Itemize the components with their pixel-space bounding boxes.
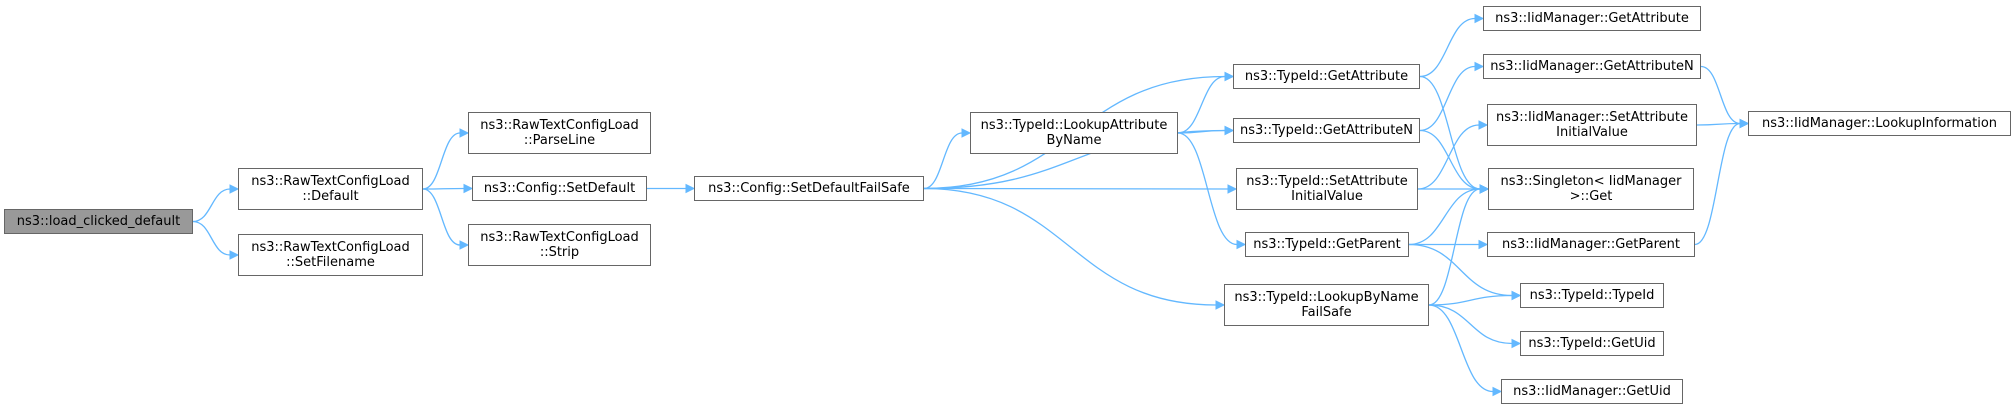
arrowhead	[1478, 239, 1489, 250]
node-rtcl-setfilename[interactable]: ns3::RawTextConfigLoad ::SetFilename	[238, 234, 423, 276]
edge-typeid-getattribute-to-iidm-getattribute	[1419, 17, 1476, 78]
node-iidm-getattributen[interactable]: ns3::IidManager::GetAttributeN	[1483, 54, 1701, 79]
arrowhead	[1474, 13, 1485, 24]
arrowhead	[459, 128, 470, 138]
edge-typeid-setattributeinitialvalue-to-iidm-setattributeinitialvalue	[1417, 124, 1480, 190]
edge-typeid-getattributen-to-iidm-getattributen	[1419, 65, 1476, 132]
edge-config-setdefaultfailsafe-to-typeid-lookupattributebyname	[923, 132, 963, 190]
edge-typeid-lookupattributebyname-to-typeid-getparent	[1177, 132, 1238, 246]
arrowhead	[1227, 184, 1238, 194]
edge-typeid-getparent-to-typeid-typeid	[1408, 243, 1513, 297]
arrowhead	[459, 240, 470, 250]
node-root: ns3::load_clicked_default	[4, 209, 193, 234]
edge-rtcl-default-to-config-setdefault	[422, 187, 465, 190]
edge-root-to-rtcl-setfilename	[192, 220, 231, 256]
node-iidm-setattributeinitialvalue[interactable]: ns3::IidManager::SetAttribute InitialVal…	[1487, 104, 1697, 146]
arrowhead	[1236, 239, 1247, 250]
node-iidm-getparent[interactable]: ns3::IidManager::GetParent	[1487, 232, 1695, 257]
node-typeid-lookupattributebyname[interactable]: ns3::TypeId::LookupAttribute ByName	[970, 112, 1178, 154]
edge-iidm-getattributen-to-iidm-lookupinformation	[1700, 65, 1741, 125]
node-rtcl-parseline[interactable]: ns3::RawTextConfigLoad ::ParseLine	[468, 112, 651, 154]
node-iidm-getuid[interactable]: ns3::IidManager::GetUid	[1501, 379, 1683, 404]
node-iidm-getattribute[interactable]: ns3::IidManager::GetAttribute	[1483, 6, 1701, 31]
arrowhead	[961, 128, 972, 138]
edge-typeid-getattributen-to-singleton-get	[1419, 129, 1481, 190]
node-config-setdefault[interactable]: ns3::Config::SetDefault	[472, 176, 647, 201]
node-typeid-getuid[interactable]: ns3::TypeId::GetUid	[1520, 331, 1664, 356]
arrowhead	[1511, 290, 1522, 301]
arrowhead	[1224, 71, 1235, 82]
edge-typeid-getattribute-to-singleton-get	[1419, 75, 1481, 190]
node-typeid-getattributen[interactable]: ns3::TypeId::GetAttributeN	[1233, 118, 1420, 143]
edge-root-to-rtcl-default	[192, 188, 231, 223]
node-typeid-getattribute[interactable]: ns3::TypeId::GetAttribute	[1233, 64, 1420, 89]
node-typeid-setattributeinitialvalue[interactable]: ns3::TypeId::SetAttribute InitialValue	[1236, 168, 1418, 210]
arrowhead	[1478, 120, 1489, 130]
edge-config-setdefaultfailsafe-to-typeid-setattributeinitialvalue	[923, 187, 1229, 190]
node-typeid-typeid[interactable]: ns3::TypeId::TypeId	[1520, 283, 1664, 308]
edge-typeid-lookupbynamefailsafe-to-singleton-get	[1428, 188, 1481, 306]
edge-typeid-getparent-to-singleton-get	[1408, 188, 1481, 246]
edge-rtcl-default-to-rtcl-strip	[422, 188, 461, 246]
edge-iidm-getparent-to-iidm-lookupinformation	[1694, 122, 1741, 246]
edge-typeid-lookupbynamefailsafe-to-typeid-typeid	[1428, 294, 1513, 306]
node-rtcl-default[interactable]: ns3::RawTextConfigLoad ::Default	[238, 168, 423, 210]
arrowhead	[463, 183, 474, 194]
arrowhead	[1215, 300, 1226, 310]
arrowhead	[1492, 386, 1503, 397]
arrowhead	[229, 184, 240, 194]
arrowhead	[1479, 184, 1490, 194]
arrowhead	[1474, 61, 1485, 72]
arrowhead	[1511, 338, 1522, 349]
edge-typeid-lookupbynamefailsafe-to-typeid-getuid	[1428, 304, 1513, 345]
node-iidm-lookupinformation[interactable]: ns3::IidManager::LookupInformation	[1748, 111, 2011, 136]
node-singleton-get[interactable]: ns3::Singleton< IidManager >::Get	[1488, 168, 1694, 210]
node-typeid-lookupbynamefailsafe[interactable]: ns3::TypeId::LookupByName FailSafe	[1224, 284, 1429, 326]
edge-rtcl-default-to-rtcl-parseline	[422, 132, 461, 190]
node-rtcl-strip[interactable]: ns3::RawTextConfigLoad ::Strip	[468, 224, 651, 266]
edge-typeid-lookupattributebyname-to-typeid-getattribute	[1177, 75, 1226, 134]
node-typeid-getparent[interactable]: ns3::TypeId::GetParent	[1245, 232, 1409, 257]
arrowhead	[685, 183, 696, 194]
arrowhead	[229, 250, 240, 260]
edge-config-setdefaultfailsafe-to-typeid-lookupbynamefailsafe	[923, 187, 1217, 306]
edge-typeid-lookupbynamefailsafe-to-iidm-getuid	[1428, 304, 1494, 393]
edge-typeid-lookupattributebyname-to-typeid-getattributen	[1177, 129, 1226, 134]
node-config-setdefaultfailsafe[interactable]: ns3::Config::SetDefaultFailSafe	[694, 176, 924, 201]
arrowhead	[1739, 118, 1750, 129]
arrowhead	[1224, 125, 1235, 136]
edge-iidm-setattributeinitialvalue-to-iidm-lookupinformation	[1696, 122, 1741, 126]
